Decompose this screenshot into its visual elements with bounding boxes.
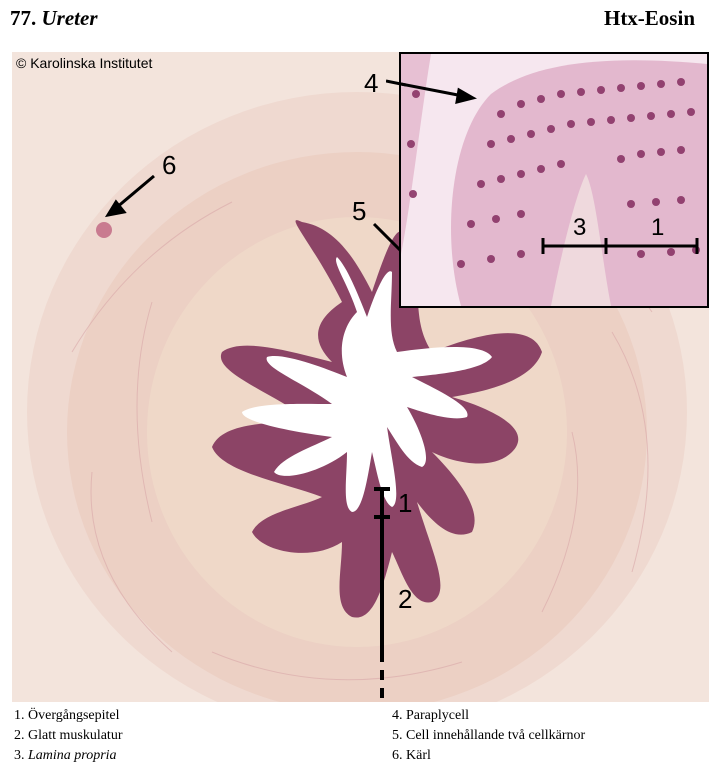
arrow-4-stub (386, 79, 406, 87)
callout-5: 5 (352, 196, 366, 226)
lumen (242, 257, 492, 512)
callout-4: 4 (364, 68, 379, 98)
stain-label: Htx-Eosin (603, 6, 695, 30)
scale-bar-inset (541, 238, 699, 254)
figure-title: 77. Ureter (10, 6, 98, 31)
legend-item-2: 2. Glatt muskulatur (14, 728, 123, 743)
legend-item-4: 4. Paraplycell (392, 708, 469, 723)
legend-item-3: 3. Lamina propria (14, 748, 117, 763)
callout-6: 6 (162, 150, 176, 180)
legend-left: 1. Övergångsepitel 2. Glatt muskulatur 3… (14, 706, 123, 766)
figure-number: 77. (10, 6, 37, 30)
arrow-4 (401, 82, 477, 105)
callout-1-main: 1 (398, 488, 412, 518)
legend-item-6: 6. Kärl (392, 748, 431, 763)
callout-2: 2 (398, 584, 412, 614)
legend-right: 4. Paraplycell 5. Cell innehållande två … (392, 706, 585, 766)
inset-drawing: 3 1 (401, 54, 707, 306)
copyright-notice: © Karolinska Institutet (16, 55, 153, 71)
nuclei-pattern (407, 78, 700, 268)
legend-item-1: 1. Övergångsepitel (14, 708, 120, 723)
callout-1-inset: 1 (651, 214, 664, 241)
inset-micrograph: 3 1 (399, 52, 709, 308)
arrow-6 (104, 174, 155, 218)
scale-bars-main (374, 487, 390, 702)
figure-name: Ureter (41, 6, 98, 30)
callout-3: 3 (573, 214, 586, 241)
legend-item-5: 5. Cell innehållande två cellkärnor (392, 728, 586, 743)
